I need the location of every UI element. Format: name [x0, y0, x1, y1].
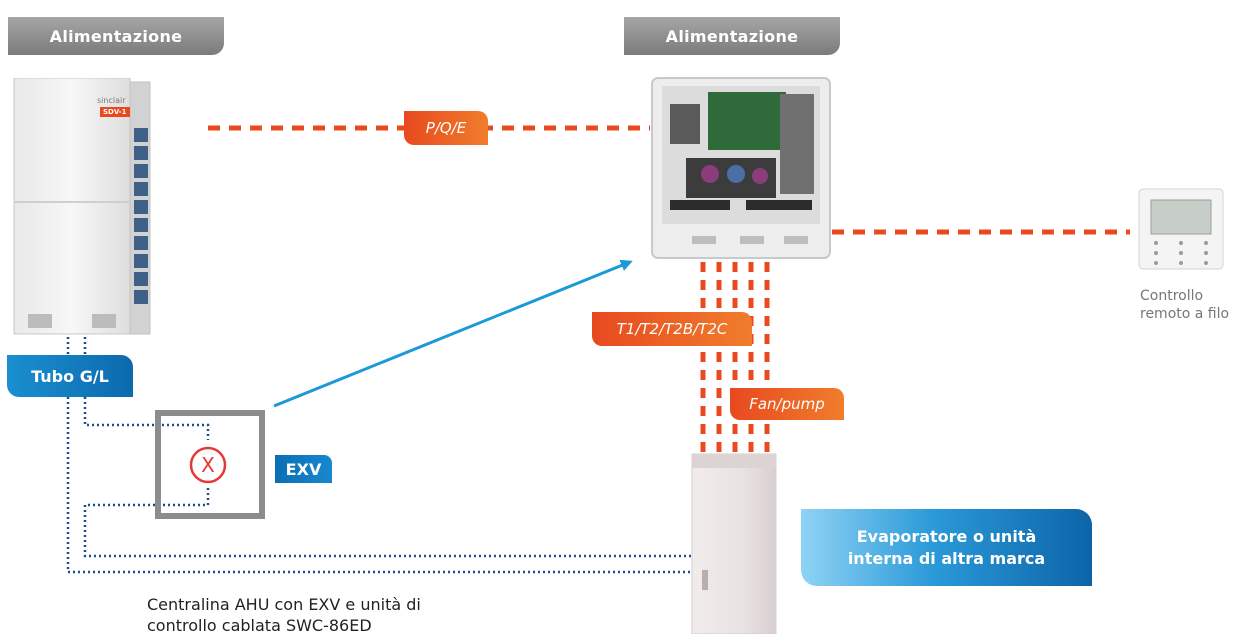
control-box-icon: [650, 74, 834, 264]
power-label-right: Alimentazione: [624, 17, 840, 55]
remote-label: Controllo remoto a filo: [1140, 287, 1229, 323]
bus-tag-text: P/Q/E: [425, 119, 467, 137]
exv-signal-arrow: [273, 259, 633, 408]
wired-remote-icon: [1138, 188, 1226, 272]
expansion-valve-icon: [189, 446, 227, 484]
evaporator-tag: Evaporatore o unità interna di altra mar…: [801, 509, 1092, 586]
pipe-tag-text: Tubo G/L: [31, 366, 109, 386]
evaporator-line2: interna di altra marca: [847, 548, 1046, 568]
outdoor-unit-icon: [12, 77, 152, 336]
outdoor-model-badge: SDV-1: [100, 107, 130, 117]
caption-line2: controllo cablata SWC-86ED: [147, 616, 372, 635]
exv-tag-text: EXV: [285, 459, 322, 479]
fan-pump-tag-text: Fan/pump: [749, 395, 825, 413]
sensors-tag-text: T1/T2/T2B/T2C: [616, 320, 728, 338]
bus-tag: P/Q/E: [404, 111, 488, 145]
outdoor-brand: sinclair: [97, 96, 126, 105]
exv-box: [155, 410, 265, 519]
power-label-right-text: Alimentazione: [665, 26, 799, 46]
power-label-left: Alimentazione: [8, 17, 224, 55]
remote-label-line1: Controllo: [1140, 288, 1204, 304]
fan-pump-tag: Fan/pump: [730, 388, 844, 420]
sensors-tag: T1/T2/T2B/T2C: [592, 312, 752, 346]
sensor-wires: [700, 262, 770, 455]
power-label-left-text: Alimentazione: [49, 26, 183, 46]
evaporator-line1: Evaporatore o unità: [856, 526, 1037, 546]
pipe-tag: Tubo G/L: [7, 355, 133, 397]
caption: Centralina AHU con EXV e unità di contro…: [147, 594, 421, 636]
caption-line1: Centralina AHU con EXV e unità di: [147, 595, 421, 614]
valve-symbol: X: [201, 453, 215, 477]
exv-tag: EXV: [275, 455, 332, 483]
indoor-unit-icon: [684, 452, 782, 635]
refrigerant-piping: [66, 337, 695, 574]
remote-label-line2: remoto a filo: [1140, 306, 1230, 322]
